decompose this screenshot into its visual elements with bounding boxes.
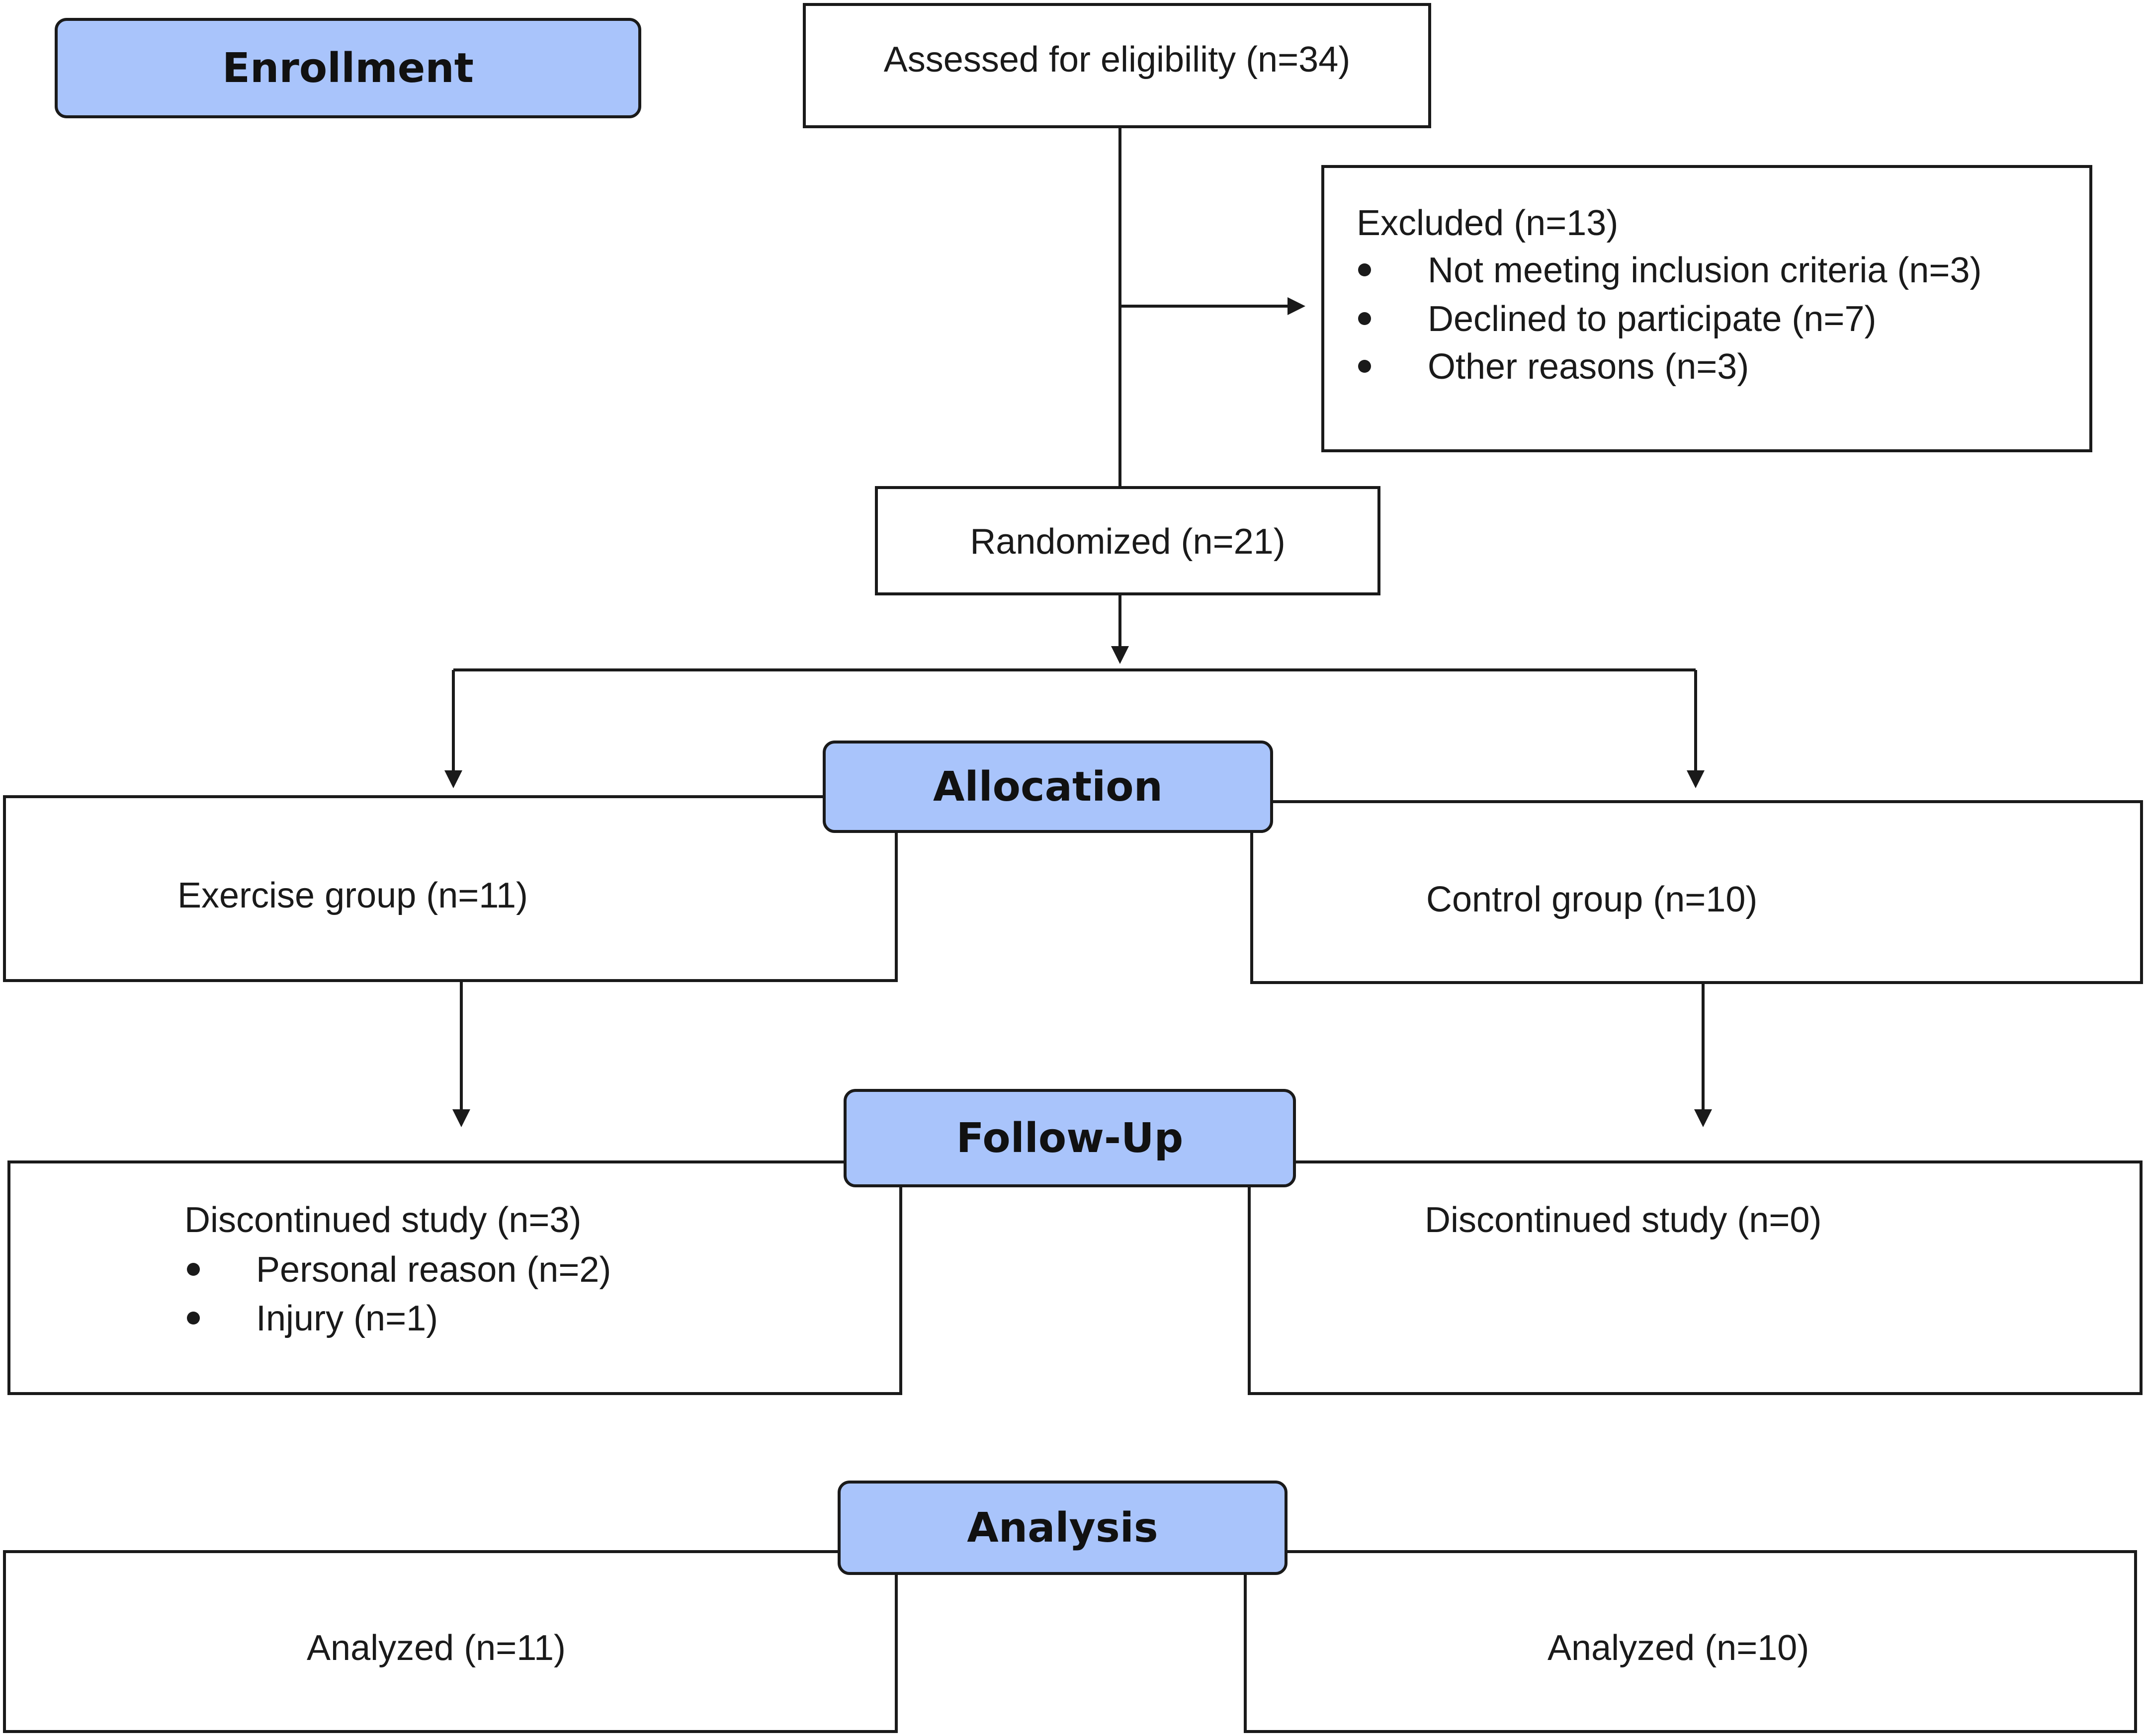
exercise-followup-item: Injury (n=1) — [256, 1299, 438, 1338]
bullet-icon — [1358, 312, 1371, 325]
excluded-title: Excluded (n=13) — [1357, 203, 1619, 243]
exercise-followup-title: Discontinued study (n=3) — [184, 1200, 582, 1240]
excluded-item: Other reasons (n=3) — [1428, 347, 1749, 387]
stage-enrollment: Enrollment — [55, 18, 641, 118]
exercise-followup-box: Discontinued study (n=3) Personal reason… — [7, 1160, 902, 1395]
randomized-label: Randomized (n=21) — [970, 522, 1286, 562]
stage-allocation-label: Allocation — [933, 763, 1163, 811]
excluded-item: Not meeting inclusion criteria (n=3) — [1428, 250, 1982, 290]
control-followup-box: Discontinued study (n=0) — [1248, 1160, 2143, 1395]
bullet-icon — [1358, 263, 1371, 276]
excluded-box: Excluded (n=13) Not meeting inclusion cr… — [1321, 165, 2092, 452]
exercise-analysis-label: Analyzed (n=11) — [307, 1628, 566, 1668]
stage-allocation: Allocation — [823, 741, 1273, 833]
exercise-analysis-box: Analyzed (n=11) — [3, 1550, 898, 1733]
control-group-label: Control group (n=10) — [1426, 880, 1758, 919]
stage-enrollment-label: Enrollment — [222, 44, 474, 92]
exercise-followup-item: Personal reason (n=2) — [256, 1250, 611, 1290]
stage-follow-up: Follow-Up — [844, 1089, 1296, 1187]
control-followup-title: Discontinued study (n=0) — [1425, 1200, 1822, 1240]
control-analysis-label: Analyzed (n=10) — [1547, 1628, 1809, 1668]
control-analysis-box: Analyzed (n=10) — [1244, 1550, 2137, 1733]
stage-analysis-label: Analysis — [967, 1504, 1158, 1552]
bullet-icon — [187, 1263, 200, 1276]
exercise-group-box: Exercise group (n=11) — [3, 795, 898, 982]
control-group-box: Control group (n=10) — [1250, 800, 2143, 984]
randomized-box: Randomized (n=21) — [875, 486, 1380, 595]
stage-analysis: Analysis — [838, 1481, 1288, 1575]
bullet-icon — [1358, 360, 1371, 373]
exercise-group-label: Exercise group (n=11) — [177, 876, 528, 915]
bullet-icon — [187, 1312, 200, 1324]
excluded-item: Declined to participate (n=7) — [1428, 299, 1877, 339]
assessed-label: Assessed for eligibility (n=34) — [883, 40, 1351, 80]
assessed-box: Assessed for eligibility (n=34) — [803, 3, 1431, 128]
stage-follow-up-label: Follow-Up — [956, 1114, 1184, 1162]
